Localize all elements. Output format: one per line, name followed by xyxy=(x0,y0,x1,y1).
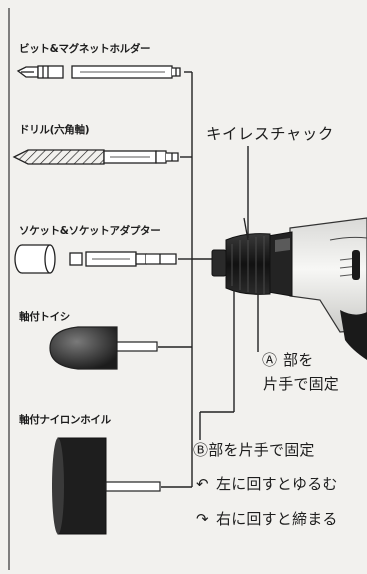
nylon-wheel-illustration xyxy=(52,437,161,535)
label-rotate-right: 右に回すと締まる xyxy=(216,510,338,528)
power-drill-illustration xyxy=(211,217,367,360)
drill-bit-illustration xyxy=(12,149,179,165)
label-nylon-wheel: 軸付ナイロンホイル xyxy=(19,414,111,426)
label-part-a-mark: Ⓐ xyxy=(262,351,278,369)
label-part-a-line2: 片手で固定 xyxy=(263,375,340,393)
socket-illustration xyxy=(14,244,177,274)
label-socket: ソケット&ソケットアダプター xyxy=(19,225,161,237)
rotate-right-icon: ↷ xyxy=(196,510,209,528)
grinding-stone-illustration xyxy=(49,326,158,370)
accessory-bracket-lines xyxy=(158,71,212,488)
rotate-left-icon: ↶ xyxy=(196,475,209,493)
bit-holder-illustration xyxy=(16,65,181,79)
label-rotate-left: 左に回すとゆるむ xyxy=(216,475,338,493)
label-keyless-chuck: キイレスチャック xyxy=(206,125,334,143)
label-part-b: Ⓑ部を片手で固定 xyxy=(193,441,315,459)
pointer-lines xyxy=(199,146,259,440)
label-drill: ドリル(六角軸) xyxy=(19,124,90,136)
label-bit-holder: ビット&マグネットホルダー xyxy=(19,43,151,55)
label-part-a-line1: 部を xyxy=(283,351,314,369)
label-grinding-stone: 軸付トイシ xyxy=(19,311,70,323)
